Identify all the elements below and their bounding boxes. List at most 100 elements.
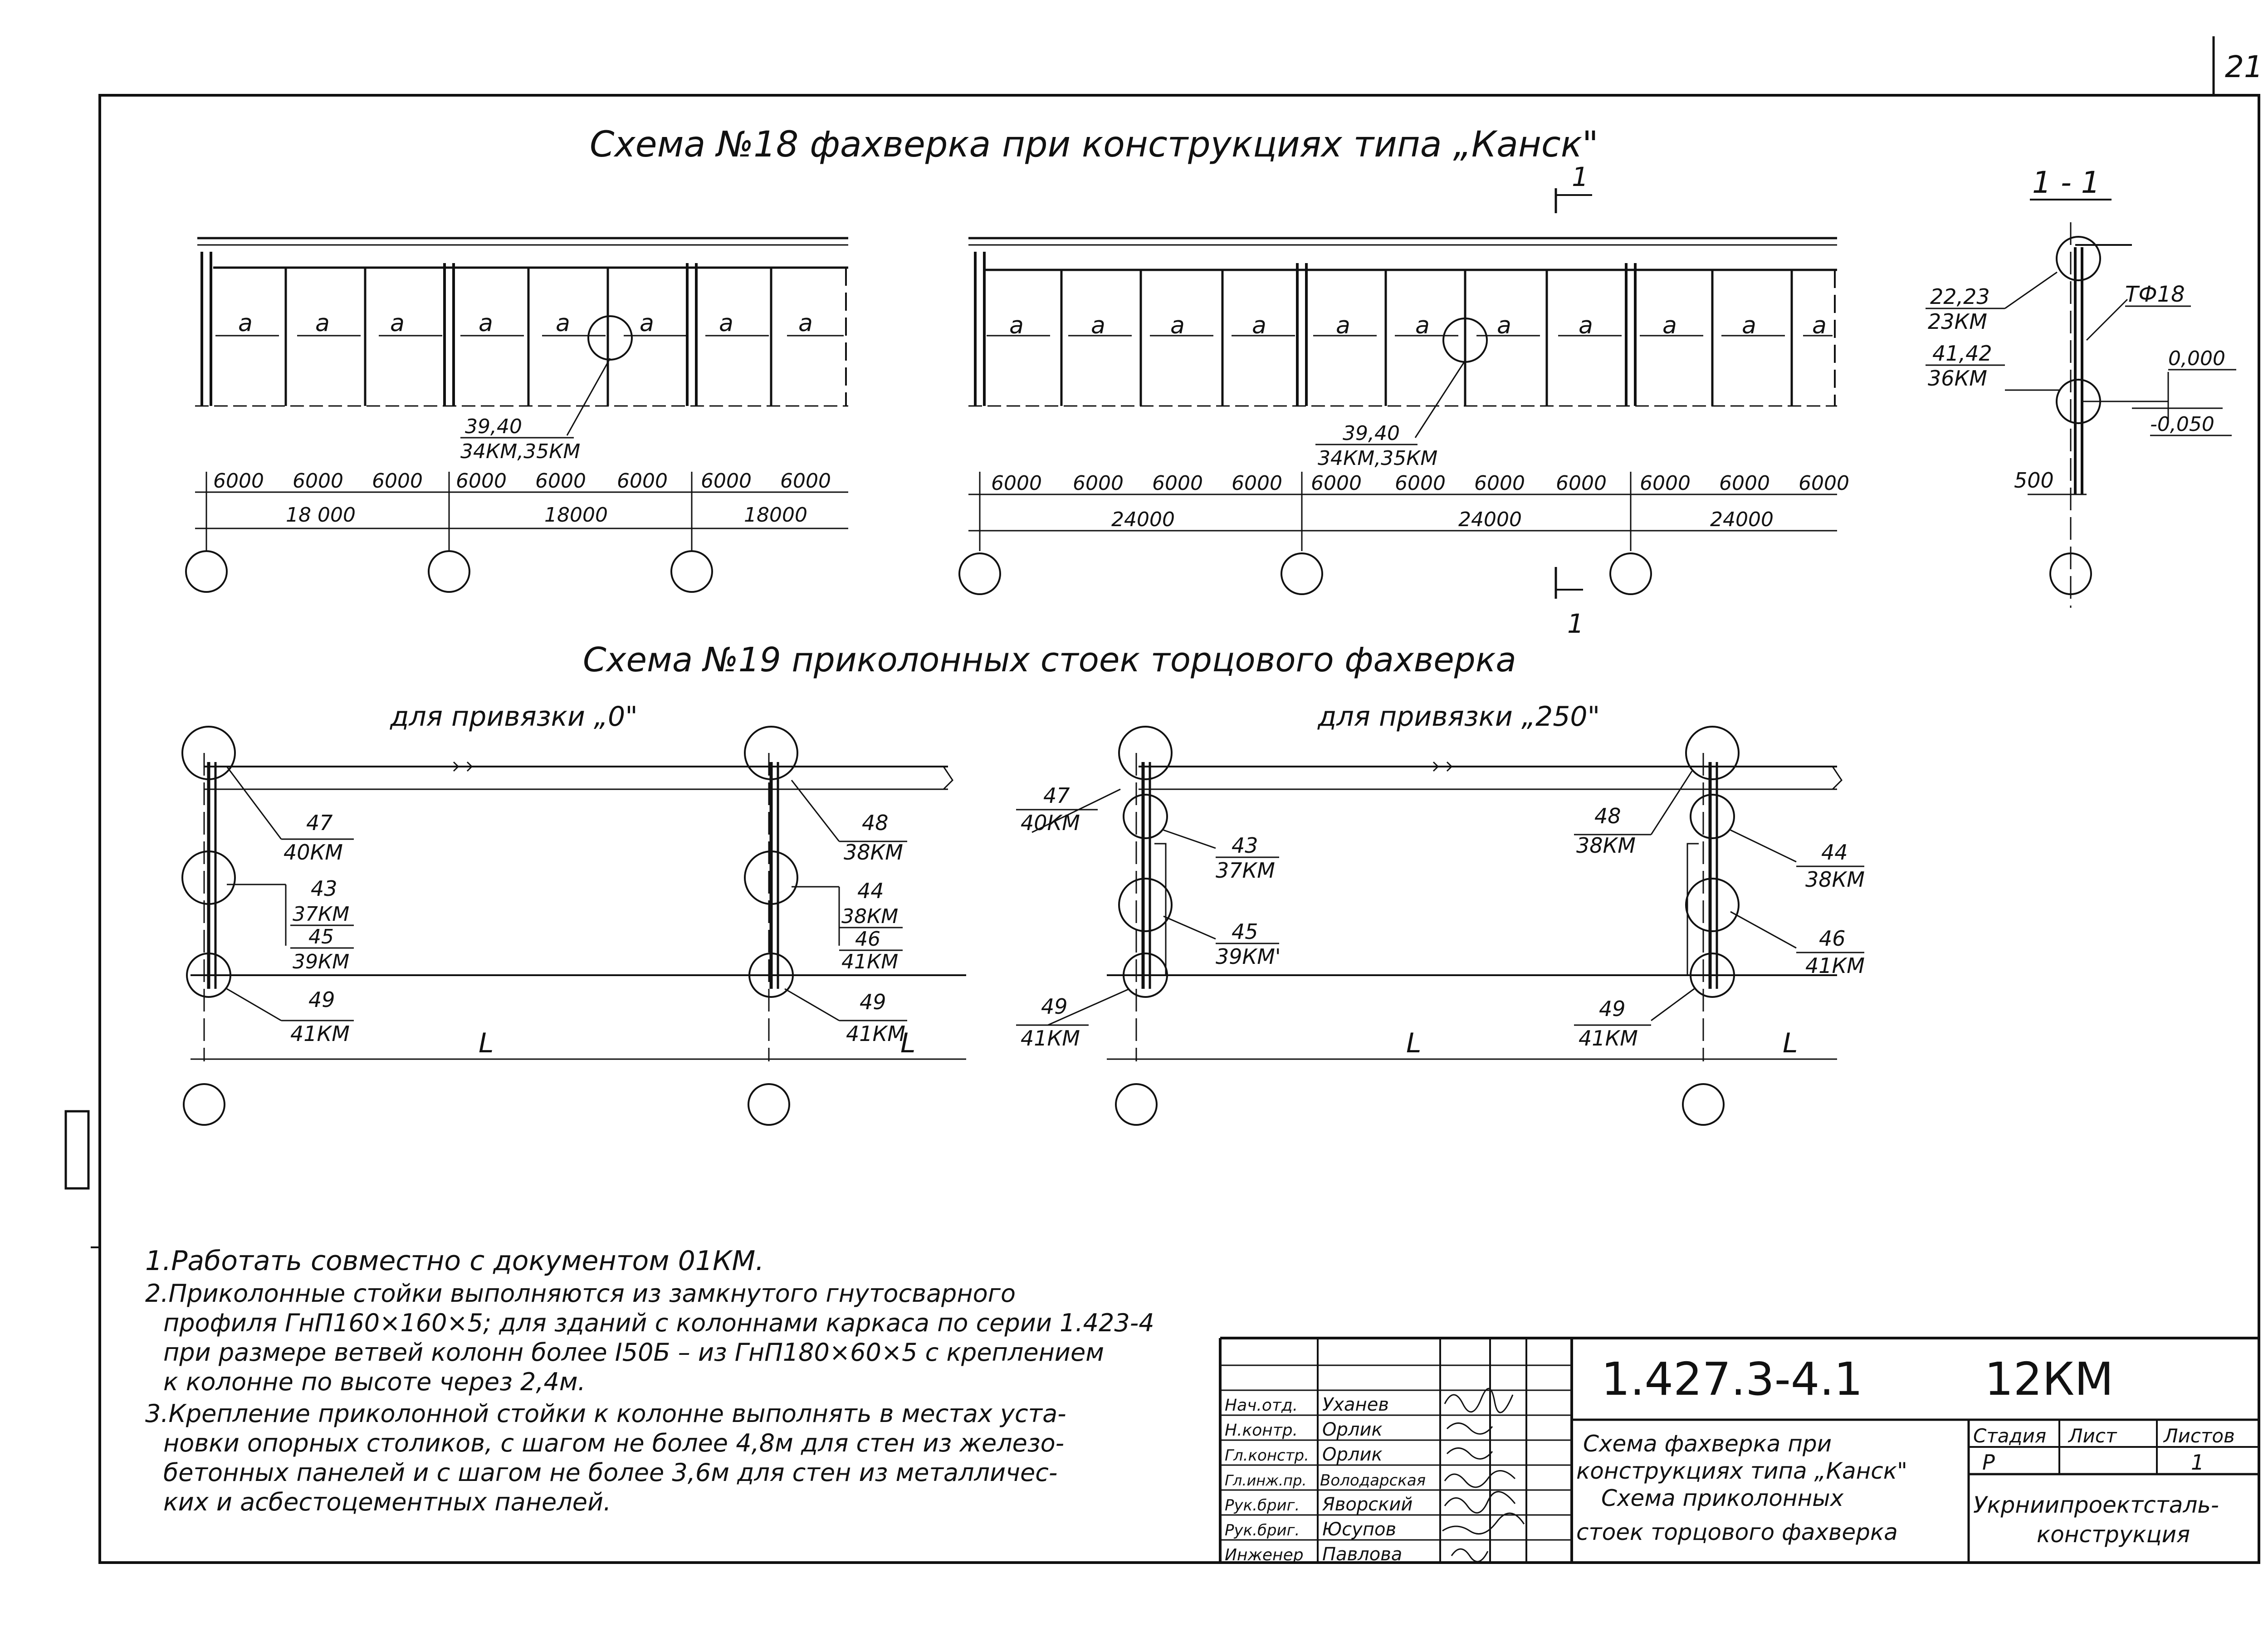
svg-text:а: а — [1497, 312, 1511, 339]
notes: 1.Работать совместно с документом 01КМ. … — [145, 1245, 1154, 1516]
scheme18-right-bay-dims: 6000 6000 6000 6000 6000 6000 6000 6000 … — [991, 472, 1849, 495]
svg-text:41КМ: 41КМ — [1579, 1026, 1638, 1050]
svg-text:41КМ: 41КМ — [1021, 1026, 1080, 1050]
section11-bottom-callout-2: 36КМ — [1928, 366, 1987, 391]
svg-text:41КМ: 41КМ — [1805, 953, 1865, 978]
title-block-roles: Нач.отд. Н.контр. Гл.констр. Гл.инж.пр. … — [1225, 1396, 1309, 1564]
scheme18-right-axis-circles — [958, 552, 1652, 595]
svg-text:24000: 24000 — [1111, 508, 1175, 531]
binding-mark — [64, 1110, 90, 1190]
svg-text:6000: 6000 — [701, 469, 752, 493]
organization-line2: конструкция — [2037, 1521, 2190, 1548]
svg-text:49: 49 — [860, 990, 886, 1014]
scheme18-left-bay-dims: 6000 6000 6000 6000 6000 6000 6000 6000 — [213, 469, 831, 493]
svg-text:43: 43 — [311, 876, 337, 901]
svg-text:47: 47 — [1043, 783, 1070, 808]
svg-text:6000: 6000 — [293, 469, 343, 493]
svg-text:18000: 18000 — [544, 503, 608, 527]
note-3-line3: бетонных панелей и с шагом не более 3,6м… — [163, 1458, 1057, 1487]
svg-text:а: а — [719, 310, 733, 337]
scheme18-left-axis-circles — [185, 550, 713, 593]
svg-text:Яворский: Яворский — [1322, 1494, 1413, 1515]
svg-text:а: а — [556, 310, 570, 337]
scheme18-left-frame — [195, 237, 848, 436]
svg-text:43: 43 — [1232, 833, 1258, 858]
svg-text:45: 45 — [308, 925, 334, 948]
scheme18-right-span-dims: 24000 24000 24000 — [1111, 508, 1774, 531]
svg-text:конструкциях типа „Канск": конструкциях типа „Канск" — [1576, 1458, 1907, 1484]
svg-text:Рук.бриг.: Рук.бриг. — [1225, 1521, 1300, 1539]
svg-text:40КМ: 40КМ — [1021, 811, 1080, 835]
svg-text:а: а — [1579, 312, 1593, 339]
svg-text:а: а — [479, 310, 493, 337]
svg-text:39КМ: 39КМ — [293, 950, 349, 973]
svg-text:а: а — [640, 310, 654, 337]
svg-text:38КМ: 38КМ — [1576, 833, 1636, 858]
svg-text:49: 49 — [1599, 997, 1626, 1021]
svg-text:48: 48 — [1594, 804, 1621, 828]
sheet-frame — [98, 94, 2260, 1564]
cut-mark-top: 1 — [1572, 161, 1589, 192]
scheme18-left-span-dims: 18 000 18000 18000 — [286, 503, 807, 527]
note-3-line4: ких и асбестоцементных панелей. — [163, 1488, 611, 1516]
scheme19-left-callouts: 47 40КМ 43 37КМ 45 39КМ 49 41КМ 48 38КМ … — [281, 811, 915, 1059]
scheme19-sub-left: для привязки „0" — [390, 701, 638, 733]
svg-text:6000: 6000 — [1474, 472, 1525, 495]
stage-label: Стадия — [1973, 1425, 2046, 1447]
svg-text:45: 45 — [1232, 919, 1258, 944]
svg-text:6000: 6000 — [991, 472, 1042, 495]
svg-text:46: 46 — [855, 928, 880, 951]
svg-text:6000: 6000 — [213, 469, 264, 493]
svg-text:Схема приколонных: Схема приколонных — [1601, 1485, 1844, 1511]
section-cut-marks — [1554, 188, 1592, 599]
scheme18-left-callout-bottom: 34КМ,35КМ — [460, 440, 580, 463]
note-3-line2: новки опорных столиков, с шагом не более… — [163, 1429, 1064, 1457]
section11-drawing — [2004, 222, 2223, 608]
svg-text:37КМ: 37КМ — [293, 903, 349, 926]
svg-text:6000: 6000 — [372, 469, 423, 493]
svg-text:6000: 6000 — [1395, 472, 1446, 495]
note-2: 2.Приколонные стойки выполняются из замк… — [145, 1279, 1016, 1308]
sheets-label: Листов — [2163, 1425, 2235, 1447]
svg-text:Володарская: Володарская — [1320, 1471, 1426, 1490]
scheme18-right-callout-top: 39,40 — [1343, 422, 1400, 445]
svg-text:Юсупов: Юсупов — [1322, 1519, 1396, 1540]
svg-text:39КМ': 39КМ' — [1216, 944, 1281, 969]
svg-text:Н.контр.: Н.контр. — [1225, 1421, 1298, 1440]
svg-text:Схема фахверка при: Схема фахверка при — [1583, 1431, 1832, 1457]
svg-text:а: а — [1009, 312, 1024, 339]
svg-text:L: L — [1783, 1027, 1798, 1059]
title-block-description: Схема фахверка при конструкциях типа „Ка… — [1576, 1431, 1907, 1545]
svg-text:18000: 18000 — [744, 503, 807, 527]
svg-text:38КМ: 38КМ — [1805, 867, 1865, 892]
title-block-names: Уханев Орлик Орлик Володарская Яворский … — [1320, 1394, 1426, 1565]
svg-text:18 000: 18 000 — [286, 503, 356, 527]
svg-text:6000: 6000 — [1232, 472, 1282, 495]
svg-text:6000: 6000 — [535, 469, 586, 493]
svg-text:Павлова: Павлова — [1322, 1544, 1402, 1565]
document-code: 1.427.3-4.1 — [1601, 1353, 1863, 1406]
svg-text:38КМ: 38КМ — [841, 905, 898, 928]
svg-text:а: а — [1415, 312, 1430, 339]
svg-text:а: а — [1170, 312, 1185, 339]
svg-text:6000: 6000 — [1152, 472, 1203, 495]
scheme18-right-dim-lines — [968, 472, 1837, 551]
cut-mark-bottom: 1 — [1567, 608, 1584, 639]
note-3: 3.Крепление приколонной стойки к колонне… — [145, 1399, 1066, 1428]
scheme18-left-panel-marks: а а а а а а а а — [238, 310, 813, 337]
svg-text:L: L — [900, 1027, 915, 1059]
section11-top-callout-1: 22,23 — [1930, 284, 1990, 309]
svg-text:44: 44 — [1821, 840, 1848, 865]
scheme18-title: Схема №18 фахверка при конструкциях типа… — [590, 124, 1598, 165]
svg-text:Гл.инж.пр.: Гл.инж.пр. — [1225, 1472, 1307, 1489]
svg-text:6000: 6000 — [1799, 472, 1849, 495]
svg-text:37КМ: 37КМ — [1216, 858, 1275, 883]
svg-text:38КМ: 38КМ — [844, 840, 903, 865]
svg-text:а: а — [1336, 312, 1350, 339]
svg-text:6000: 6000 — [1556, 472, 1607, 495]
svg-text:Уханев: Уханев — [1322, 1394, 1389, 1415]
section11-top-callout-2: 23КМ — [1928, 309, 1987, 334]
svg-text:а: а — [1662, 312, 1677, 339]
svg-text:47: 47 — [306, 811, 333, 835]
